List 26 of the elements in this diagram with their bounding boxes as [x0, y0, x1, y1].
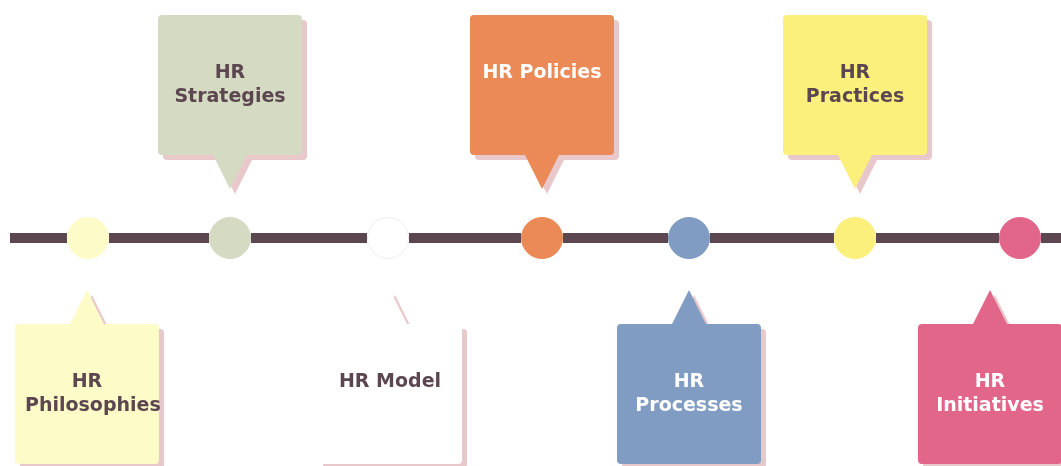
- timeline-line: [409, 233, 521, 243]
- bubble-label: HR Strategies: [173, 59, 287, 107]
- bubble-label: HR Philosophies: [24, 368, 159, 416]
- timeline-line: [876, 233, 999, 243]
- speech-bubble: [918, 290, 1061, 466]
- timeline-line: [563, 233, 668, 243]
- timeline-dot: [668, 217, 710, 259]
- timeline-dot: [67, 217, 109, 259]
- timeline-dot: [209, 217, 251, 259]
- timeline-line: [710, 233, 834, 243]
- timeline-line: [109, 233, 209, 243]
- speech-bubble: [617, 290, 767, 466]
- speech-bubble: [783, 15, 933, 195]
- speech-bubble: [470, 15, 620, 195]
- bubble-label: HR Model: [337, 368, 443, 392]
- timeline-line: [251, 233, 367, 243]
- speech-bubble: [158, 15, 308, 195]
- bubble-label: HR Initiatives: [935, 368, 1045, 416]
- timeline-dot: [999, 217, 1041, 259]
- timeline-dot: [834, 217, 876, 259]
- bubble-label: HR Practices: [804, 59, 906, 107]
- speech-bubble: [15, 290, 165, 466]
- bubble-label: HR Processes: [634, 368, 744, 416]
- timeline-dot: [521, 217, 563, 259]
- timeline-dot: [367, 217, 409, 259]
- bubble-label: HR Policies: [481, 59, 603, 83]
